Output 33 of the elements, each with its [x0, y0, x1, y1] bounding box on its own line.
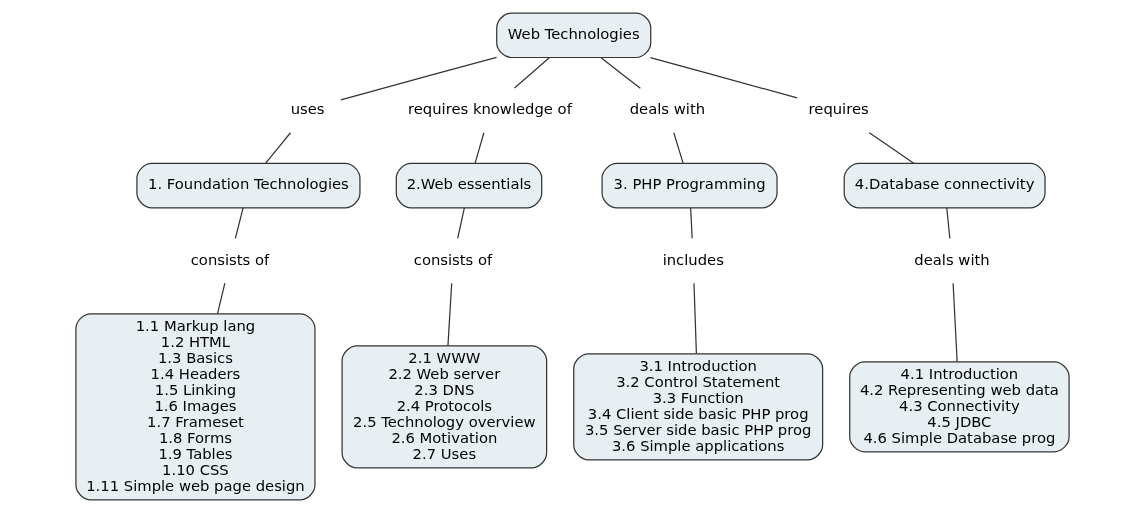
connector: [216, 282, 225, 315]
connector: [692, 282, 697, 354]
connector: [599, 56, 641, 89]
node-box: 1.1 Markup lang 1.2 HTML 1.3 Basics 1.4 Headers 1.5 Linking 1.6 Images 1.7 Frameset 1.8 Forms 1.9 Tables 1.10 CSS 1.11 Simple web page design: [74, 313, 316, 501]
node-text: deals with: [913, 250, 990, 268]
node-box: 2.1 WWW 2.2 Web server 2.3 DNS 2.4 Protocols 2.5 Technology overview 2.6 Motivation 2.7 Uses: [340, 345, 547, 469]
node-text: consists of: [190, 250, 269, 268]
node-box: 3.1 Introduction 3.2 Control Statement 3.3 Function 3.4 Client side basic PHP prog 3.5 Server side basic PHP prog 3.6 Simple applications: [572, 353, 823, 461]
connector: [868, 132, 915, 165]
node-box: 3. PHP Programming: [600, 162, 778, 209]
connector: [952, 282, 958, 363]
connector: [689, 207, 693, 239]
connector: [234, 207, 244, 239]
node-box: Web Technologies: [495, 12, 651, 59]
connector: [649, 56, 798, 99]
connector: [474, 132, 484, 164]
node-box: 4.1 Introduction 4.2 Representing web data 4.3 Connectivity 4.5 JDBC 4.6 Simple Database prog: [848, 361, 1070, 453]
node-text: deals with: [629, 100, 705, 118]
node-text: includes: [662, 250, 724, 268]
node-box: 4.Database connectivity: [843, 162, 1046, 209]
connector: [339, 56, 497, 101]
node-text: consists of: [413, 250, 492, 268]
connector: [446, 282, 452, 347]
node-box: 2.Web essentials: [395, 162, 542, 209]
node-text: uses: [290, 100, 324, 118]
node-text: requires knowledge of: [407, 100, 572, 118]
connector: [945, 207, 950, 239]
connector: [672, 132, 684, 164]
connector: [513, 56, 550, 89]
connector: [264, 132, 291, 164]
connector: [456, 207, 465, 239]
node-text: requires: [808, 100, 869, 118]
node-box: 1. Foundation Technologies: [135, 162, 361, 209]
